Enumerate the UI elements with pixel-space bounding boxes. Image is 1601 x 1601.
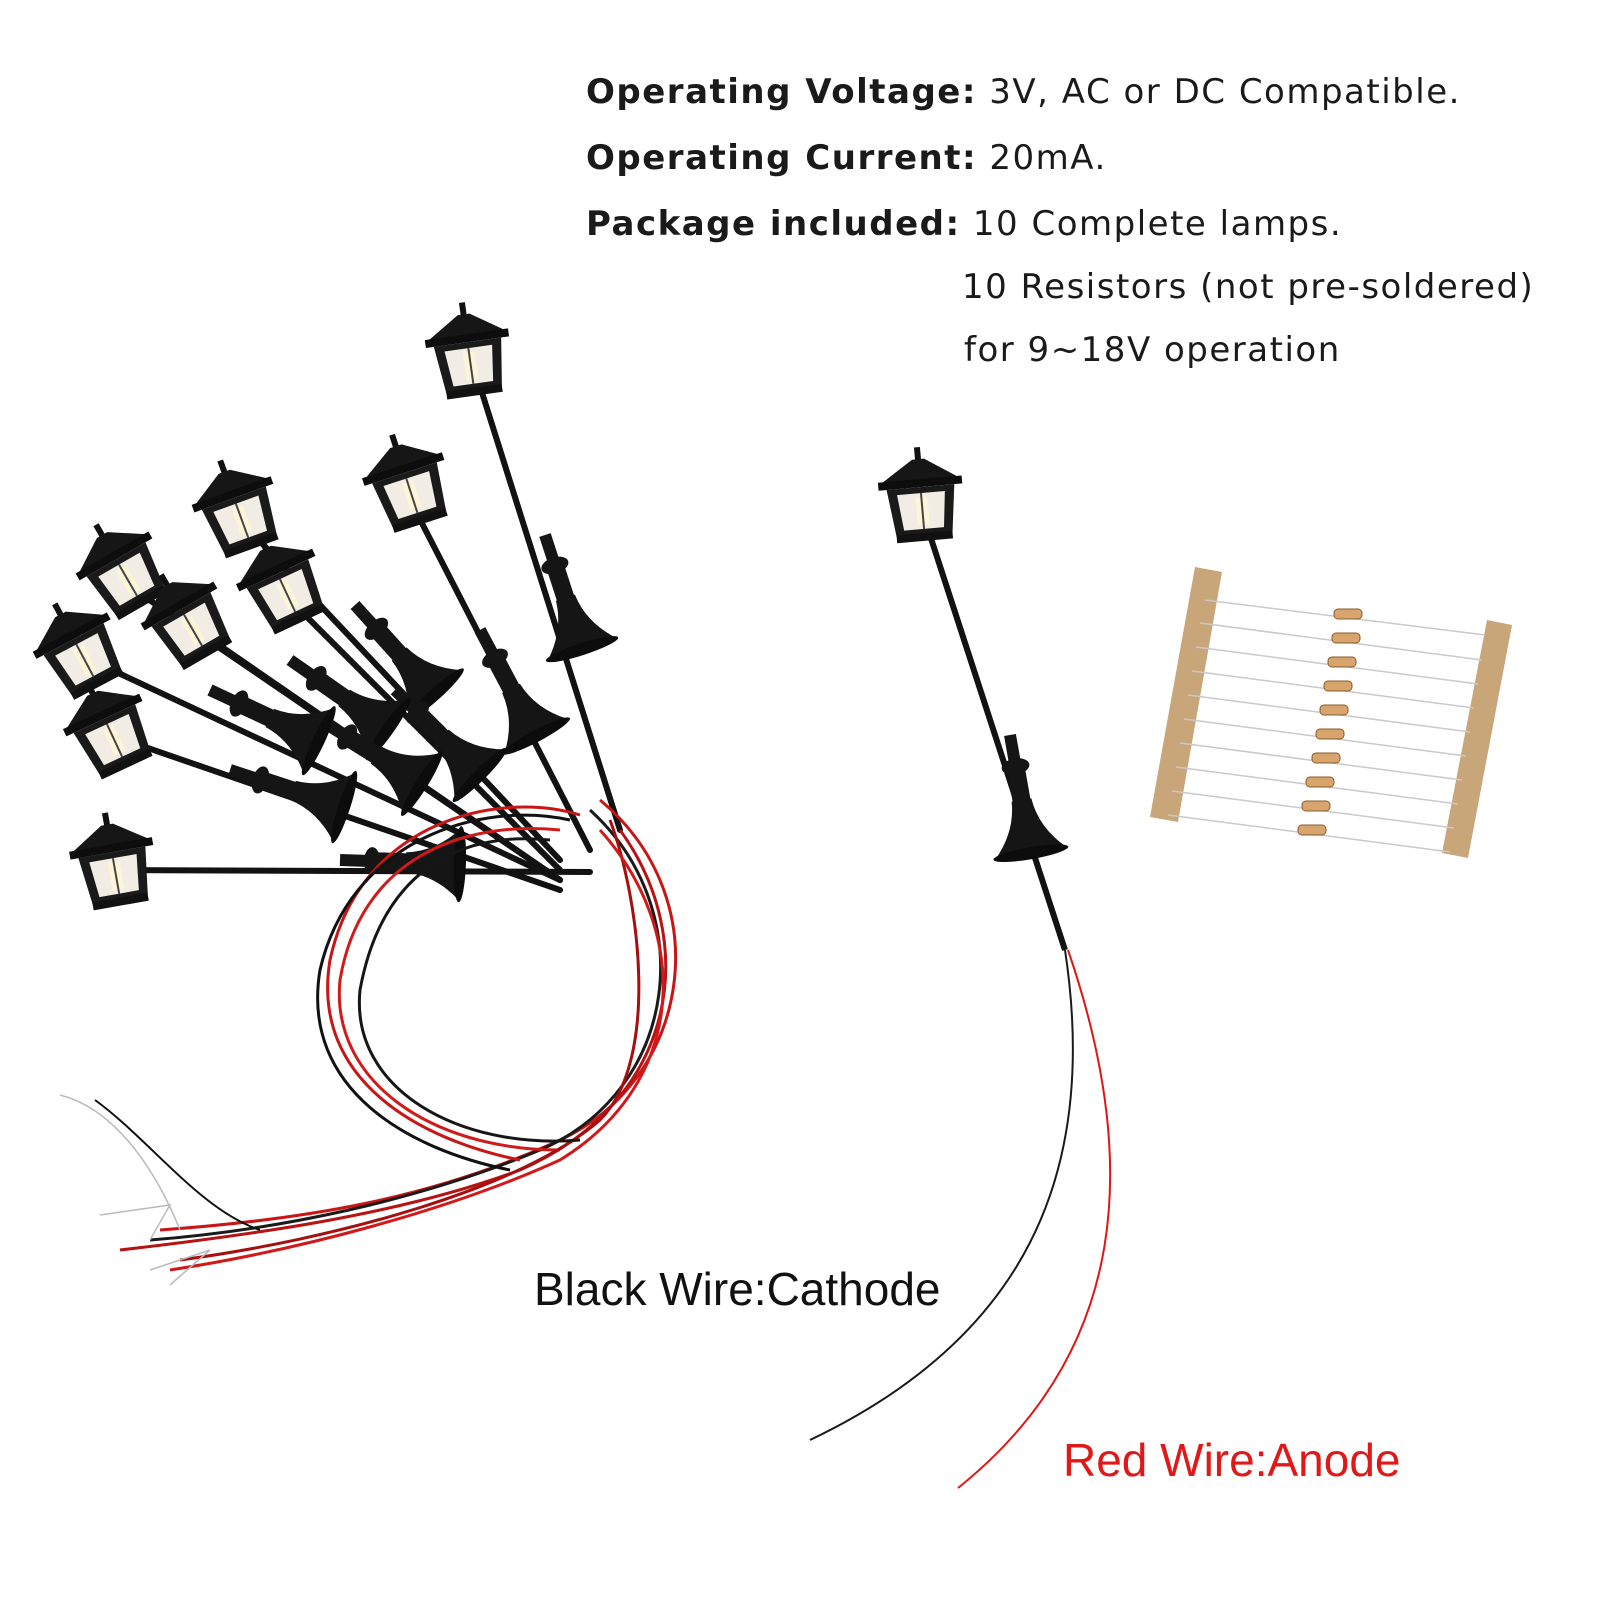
black-wire-label: Black Wire:Cathode	[534, 1263, 941, 1315]
package-line-1: 10 Complete lamps.	[972, 204, 1343, 244]
current-value: 20mA.	[989, 138, 1107, 178]
single-lamp	[809, 442, 1112, 1489]
voltage-label: Operating Voltage:	[586, 72, 977, 112]
red-wire-label: Red Wire:Anode	[1063, 1434, 1401, 1486]
lamp-bundle	[16, 295, 677, 1286]
spec-voltage: Operating Voltage: 3V, AC or DC Compatib…	[586, 72, 1461, 112]
resistor-strip	[1150, 567, 1512, 858]
voltage-value: 3V, AC or DC Compatible.	[989, 72, 1461, 112]
spec-package: Package included: 10 Complete lamps.	[586, 204, 1342, 244]
current-label: Operating Current:	[586, 138, 978, 178]
package-label: Package included:	[586, 204, 961, 244]
package-line-3: for 9~18V operation	[964, 330, 1341, 370]
spec-current: Operating Current: 20mA.	[586, 138, 1107, 178]
package-line-2: 10 Resistors (not pre-soldered)	[962, 267, 1535, 307]
